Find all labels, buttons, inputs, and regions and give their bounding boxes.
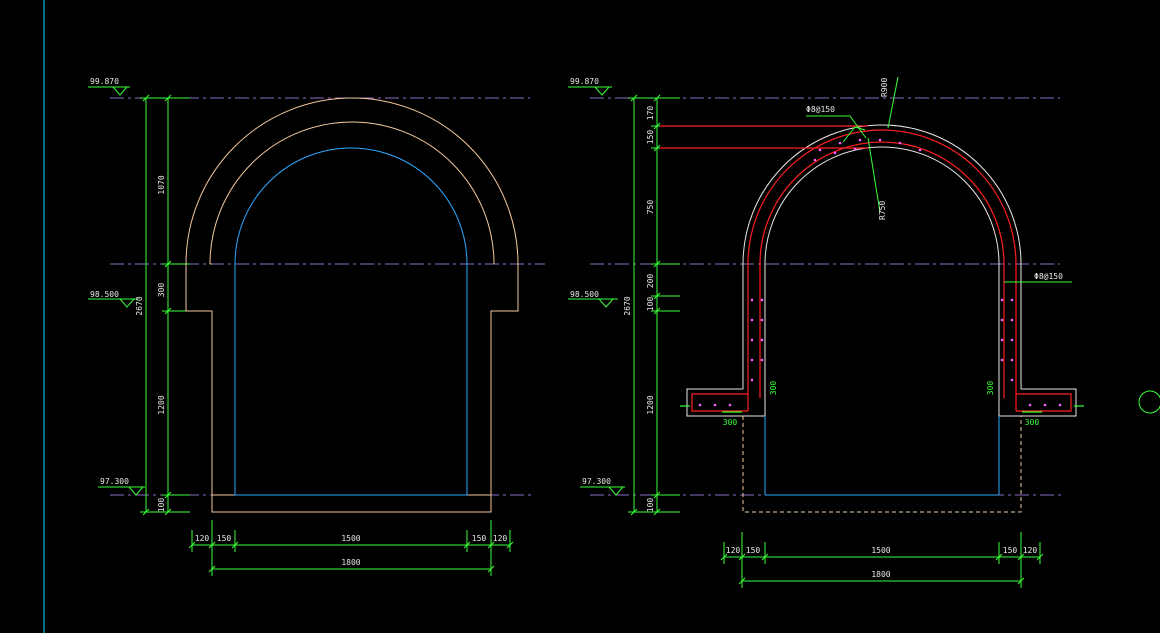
right-dim-200: 200 [646,274,655,289]
left-vertical-dimensions [140,94,190,516]
right-elevation-mid-label: 98.500 [570,290,599,299]
right-elevation-marker-mid: 98.500 [568,290,618,308]
right-elevation-top-label: 99.870 [570,77,599,86]
right-dim-wall-right-300: 300 [986,381,995,396]
right-rebar-label-crown: Φ8@150 [806,105,835,114]
right-removed-base-outline [742,416,1022,513]
left-elevation-marker-mid: 98.500 [88,290,138,308]
right-dim-750: 750 [646,200,655,215]
right-inner-void [764,416,1000,496]
right-leaders [806,76,1072,283]
left-arch-inner-void [234,147,468,496]
left-section-drawing[interactable]: 99.870 98.500 97.300 [88,77,545,576]
right-dim-150: 150 [646,130,655,145]
left-dim-100: 100 [157,498,166,513]
right-radius-label-outer: R900 [880,78,889,97]
left-dim-1500: 1500 [341,534,360,543]
right-elevation-marker-bottom: 97.300 [580,477,625,496]
right-dim-2670: 2670 [623,296,632,315]
right-dim-base-right-300: 300 [1025,418,1040,427]
right-dim-170: 170 [646,106,655,121]
left-dim-150a: 150 [217,534,232,543]
right-elevation-marker-top: 99.870 [568,77,612,96]
right-dim-120a: 120 [726,546,741,555]
left-horizontal-dimensions [188,520,514,576]
cursor-pickbox-icon[interactable] [1138,390,1160,414]
left-elevation-bottom-label: 97.300 [100,477,129,486]
left-dim-2670: 2670 [135,296,144,315]
right-radius-label-inner: R750 [878,201,887,220]
right-dim-100b: 100 [646,498,655,513]
left-dim-1800: 1800 [341,558,360,567]
right-rebar-label-side: Φ8@150 [1034,272,1063,281]
right-vertical-dimensions [628,94,680,516]
left-dim-1070: 1070 [157,175,166,194]
left-elevation-marker-top: 99.870 [88,77,130,96]
right-dim-1500: 1500 [871,546,890,555]
right-rebar-cage [660,125,1072,412]
right-rebar-dots [698,138,1062,407]
right-horizontal-dimensions [720,532,1044,588]
left-dim-1200: 1200 [157,395,166,414]
right-base-marks [680,405,1084,413]
right-dim-120b: 120 [1023,546,1038,555]
left-dim-120a: 120 [195,534,210,543]
left-dim-150b: 150 [472,534,487,543]
right-dim-base-left-300: 300 [723,418,738,427]
right-dim-1800: 1800 [871,570,890,579]
left-elevation-mid-label: 98.500 [90,290,119,299]
right-dim-150a: 150 [746,546,761,555]
right-elevation-bottom-label: 97.300 [582,477,611,486]
right-dim-1200: 1200 [646,395,655,414]
left-dim-300: 300 [157,283,166,298]
left-arch-outer-wall [185,97,519,513]
right-section-drawing[interactable]: 99.870 98.500 97.300 [568,76,1084,588]
right-dim-wall-left-300: 300 [769,381,778,396]
left-elevation-marker-bottom: 97.300 [98,477,145,496]
left-dim-120b: 120 [493,534,508,543]
right-arch-outer-wall [686,124,1077,417]
left-elevation-top-label: 99.870 [90,77,119,86]
right-dim-100a: 100 [646,297,655,312]
right-dim-150b: 150 [1003,546,1018,555]
